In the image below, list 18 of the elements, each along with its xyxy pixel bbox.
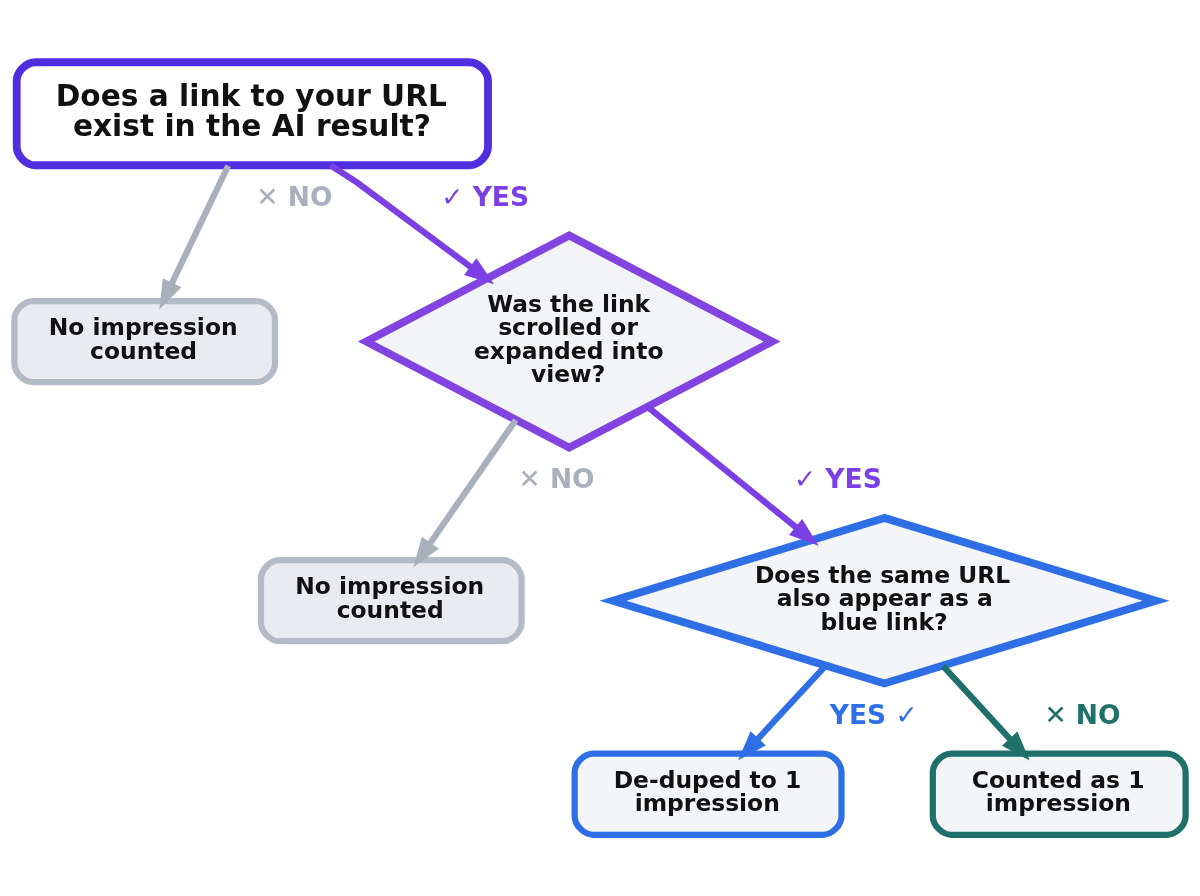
edge-label: ✕ NO <box>1044 698 1121 730</box>
edge-label: ✕ NO <box>256 180 333 212</box>
node-box: Does a link to your URL exist in the AI result? <box>12 57 492 169</box>
node-box: No impression counted <box>11 297 279 385</box>
node-diamond: Does the same URL also appear as a blue link? <box>599 513 1170 687</box>
arrow <box>328 162 495 284</box>
node-diamond: Was the link scrolled or expanded into view? <box>357 230 781 452</box>
node-box: No impression counted <box>257 556 525 644</box>
arrow <box>413 417 519 567</box>
node-box: Counted as 1 impression <box>929 750 1189 838</box>
edge-label: ✓ YES <box>441 180 530 212</box>
edge-label: ✕ NO <box>518 462 595 494</box>
arrow <box>645 403 819 546</box>
node-box: De-duped to 1 impression <box>571 750 845 838</box>
arrow <box>159 163 232 309</box>
edge-label: ✓ YES <box>793 462 882 494</box>
arrow <box>940 663 1030 761</box>
edge-label: YES ✓ <box>829 698 918 730</box>
